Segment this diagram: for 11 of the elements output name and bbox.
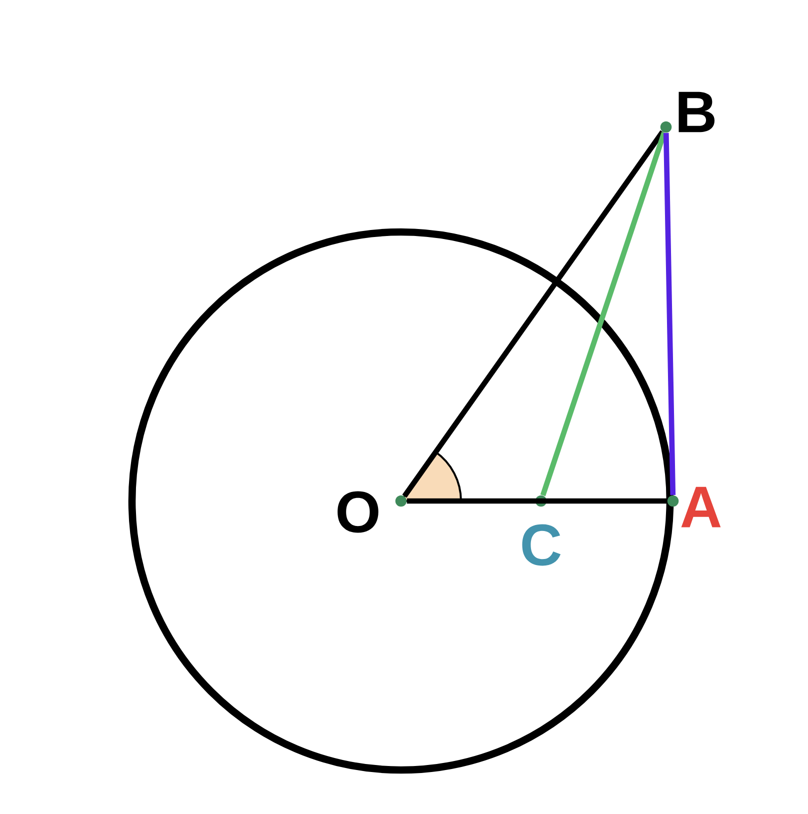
line-segment: [406, 498, 668, 504]
point-label: A: [681, 486, 721, 528]
point: [660, 121, 672, 133]
point: [667, 495, 679, 507]
point-label: C: [522, 524, 561, 566]
point-label: B: [678, 92, 714, 132]
line-segment: [663, 132, 676, 496]
line-segment: [402, 130, 665, 498]
point: [395, 495, 407, 507]
line-segment: [540, 132, 667, 496]
point-label: O: [338, 491, 378, 533]
